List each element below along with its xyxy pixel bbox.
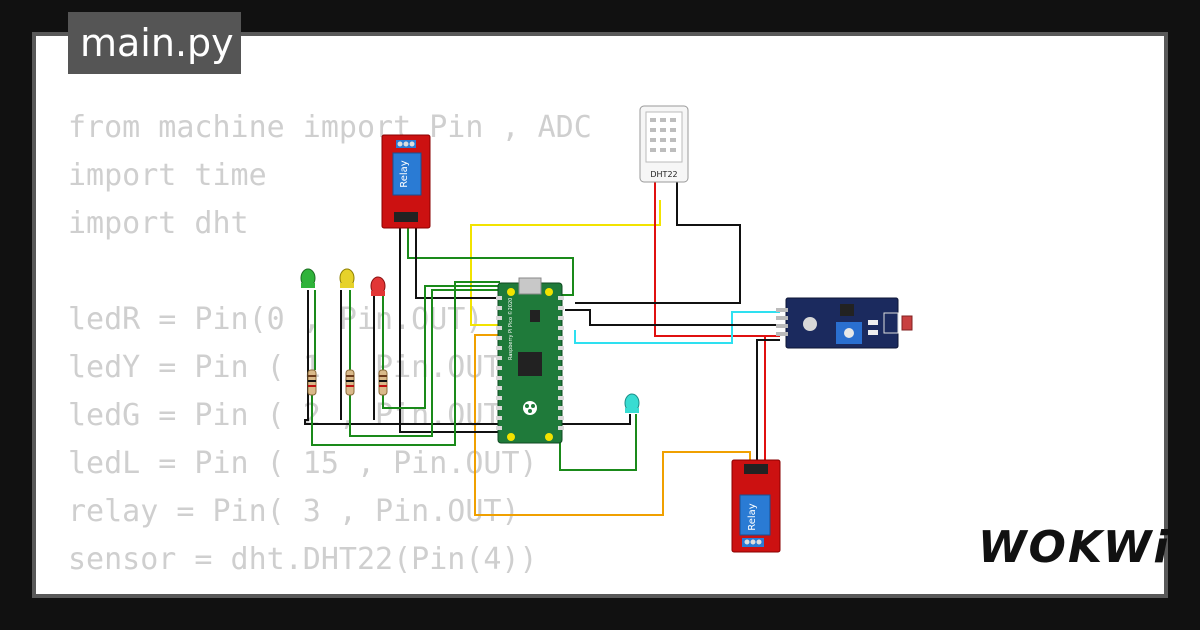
circuit-diagram: Relay DHT22 <box>300 105 913 553</box>
wire-yellow <box>470 200 661 326</box>
wire-black-sensor <box>565 309 780 326</box>
wire-cyan <box>574 311 780 344</box>
file-tab[interactable]: main.py <box>68 12 241 74</box>
light-sensor-module[interactable] <box>776 297 913 349</box>
resistor-2[interactable] <box>345 369 355 396</box>
led-yellow[interactable] <box>339 268 355 288</box>
code-line: ledL = Pin ( 15 , Pin.OUT) <box>68 446 538 481</box>
wire-relay-green <box>407 225 574 296</box>
code-line: relay = Pin( 3 , Pin.OUT) <box>68 494 520 529</box>
code-line: sensor = dht.DHT22(Pin(4)) <box>68 542 538 577</box>
wire-orange <box>474 334 751 516</box>
resistor-1[interactable] <box>307 369 317 396</box>
wire-black-relay <box>756 339 780 460</box>
code-line: ledR = Pin(0 , Pin.OUT) <box>68 302 484 337</box>
pico-label: Raspberry Pi Pico ©2020 <box>507 298 514 360</box>
wire-led-yellow-b <box>349 289 500 437</box>
wire-red-relay <box>764 335 780 460</box>
resistors <box>307 369 388 396</box>
wokwi-logo: WOKWi <box>978 522 1171 573</box>
code-line: from machine import Pin , ADC <box>68 110 592 145</box>
raspberry-logo-icon <box>523 401 537 415</box>
relay-bottom-label: Relay <box>747 503 758 531</box>
led-red[interactable] <box>370 276 386 296</box>
code-editor[interactable]: from machine import Pin , ADC import time… <box>68 104 592 594</box>
wire-black-dht <box>575 180 741 304</box>
relay-module-top[interactable]: Relay <box>381 134 431 229</box>
wire-led-red-b <box>382 285 500 409</box>
led-green[interactable] <box>300 268 316 288</box>
led-cyan[interactable] <box>624 393 640 413</box>
dht-label: DHT22 <box>650 170 677 179</box>
wire-red-dht <box>654 180 780 337</box>
code-line: import dht <box>68 206 249 241</box>
canvas-panel: from machine import Pin , ADC import time… <box>36 36 1164 594</box>
wire-led-green-b <box>311 281 500 446</box>
code-line: import time <box>68 158 267 193</box>
relay-label: Relay <box>399 160 410 188</box>
resistor-3[interactable] <box>378 369 388 396</box>
wire-led-cyan-sig <box>559 414 637 471</box>
code-line: lightSensor = ADC(28) <box>68 584 592 594</box>
wire-relay-black2 <box>415 225 500 299</box>
wire-relay-black <box>399 225 500 433</box>
wires <box>304 180 780 516</box>
wire-led-cyan-gnd <box>560 414 631 425</box>
raspberry-pi-pico[interactable]: Raspberry Pi Pico ©2020 <box>496 277 564 444</box>
dht22-sensor[interactable]: DHT22 <box>639 105 689 183</box>
relay-module-bottom[interactable]: Relay <box>731 459 781 553</box>
